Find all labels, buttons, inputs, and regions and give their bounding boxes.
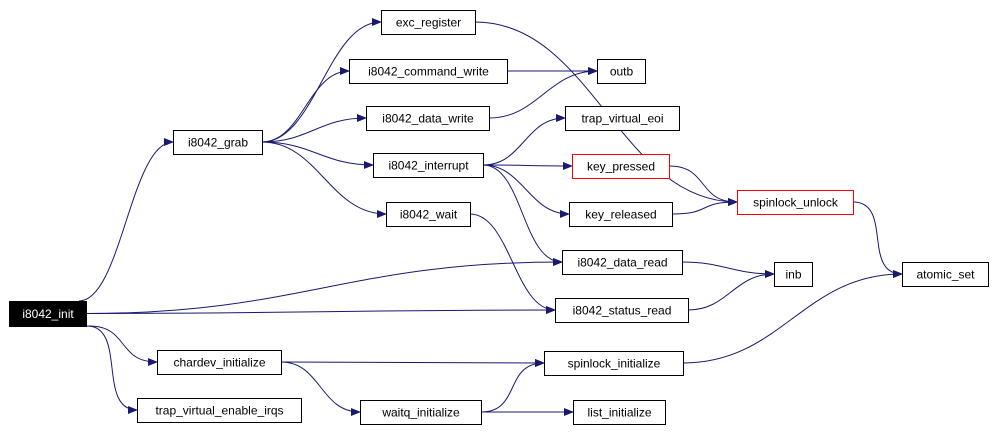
- node-label-trap-virtual-enable-irqs: trap_virtual_enable_irqs: [155, 404, 283, 418]
- node-box-i8042-command-write: [349, 59, 508, 84]
- edge-i8042-grab-to-i8042-interrupt: [261, 141, 374, 169]
- node-trap-virtual-eoi[interactable]: trap_virtual_eoi: [565, 106, 680, 131]
- node-label-i8042-data-read: i8042_data_read: [577, 256, 667, 270]
- node-label-list-initialize: list_initialize: [587, 406, 651, 420]
- edge-i8042-interrupt-to-key-released: [482, 164, 570, 218]
- edge-chardev-initialize-to-waitq-initialize: [280, 361, 361, 416]
- edge-i8042-interrupt-to-trap-virtual-eoi: [482, 114, 566, 166]
- node-box-chardev-initialize: [157, 350, 282, 375]
- node-box-i8042-data-write: [366, 106, 490, 131]
- node-i8042-wait[interactable]: i8042_wait: [386, 202, 471, 227]
- node-label-i8042-grab: i8042_grab: [188, 136, 248, 150]
- node-atomic-set[interactable]: atomic_set: [902, 262, 989, 287]
- node-box-waitq-initialize: [360, 400, 482, 425]
- node-label-inb: inb: [785, 268, 801, 282]
- node-i8042-command-write[interactable]: i8042_command_write: [349, 59, 508, 84]
- node-box-trap-virtual-eoi: [565, 106, 680, 131]
- edge-i8042-interrupt-to-i8042-data-read: [482, 164, 563, 266]
- node-i8042-data-write[interactable]: i8042_data_write: [366, 106, 490, 131]
- node-label-i8042-status-read: i8042_status_read: [573, 304, 672, 318]
- node-spinlock-initialize[interactable]: spinlock_initialize: [544, 351, 684, 376]
- node-i8042-init[interactable]: i8042_init: [9, 301, 87, 327]
- node-box-i8042-grab: [173, 130, 263, 155]
- edge-key-pressed-to-spinlock-unlock: [668, 165, 738, 206]
- node-box-trap-virtual-enable-irqs: [137, 398, 302, 423]
- edge-key-released-to-spinlock-unlock: [671, 198, 738, 215]
- node-i8042-grab[interactable]: i8042_grab: [173, 130, 263, 155]
- node-key-pressed[interactable]: key_pressed: [572, 154, 670, 179]
- edge-spinlock-unlock-to-atomic-set: [852, 201, 903, 278]
- edge-i8042-interrupt-to-key-pressed: [482, 161, 573, 170]
- node-box-list-initialize: [573, 400, 666, 425]
- node-outb[interactable]: outb: [597, 59, 646, 84]
- edge-i8042-init-to-i8042-grab: [78, 138, 174, 302]
- node-label-exc-register: exc_register: [396, 16, 461, 30]
- node-list-initialize[interactable]: list_initialize: [573, 400, 666, 425]
- node-box-i8042-data-read: [562, 250, 683, 275]
- edge-i8042-data-write-to-outb: [488, 67, 598, 119]
- node-label-key-released: key_released: [585, 208, 656, 222]
- node-label-i8042-init: i8042_init: [22, 307, 74, 321]
- node-exc-register[interactable]: exc_register: [381, 10, 476, 35]
- edge-i8042-grab-to-exc-register: [261, 18, 382, 143]
- edge-i8042-init-to-trap-virtual-enable-irqs: [86, 325, 138, 414]
- node-box-spinlock-initialize: [544, 351, 684, 376]
- node-box-outb: [597, 59, 646, 84]
- node-box-key-released: [569, 202, 673, 227]
- edge-i8042-grab-to-i8042-data-write: [261, 114, 367, 143]
- edge-chardev-initialize-to-spinlock-initialize: [280, 358, 545, 367]
- node-waitq-initialize[interactable]: waitq_initialize: [360, 400, 482, 425]
- node-label-i8042-interrupt: i8042_interrupt: [388, 159, 469, 173]
- node-label-trap-virtual-eoi: trap_virtual_eoi: [581, 112, 663, 126]
- edge-i8042-grab-to-i8042-command-write: [261, 67, 350, 143]
- edge-waitq-initialize-to-spinlock-initialize: [480, 359, 545, 413]
- edge-i8042-grab-to-i8042-wait: [261, 141, 387, 218]
- nodes-layer: i8042_init i8042_grab exc_register i8042_co…: [9, 10, 989, 425]
- node-label-waitq-initialize: waitq_initialize: [381, 406, 460, 420]
- node-box-atomic-set: [902, 262, 989, 287]
- node-chardev-initialize[interactable]: chardev_initialize: [157, 350, 282, 375]
- edge-i8042-init-to-chardev-initialize: [88, 325, 158, 366]
- edge-i8042-init-to-i8042-status-read: [85, 306, 556, 315]
- edges-layer: [78, 18, 903, 416]
- edge-i8042-data-read-to-inb: [681, 261, 775, 278]
- node-box-exc-register: [381, 10, 476, 35]
- node-trap-virtual-enable-irqs[interactable]: trap_virtual_enable_irqs: [137, 398, 302, 423]
- node-label-i8042-command-write: i8042_command_write: [368, 65, 489, 79]
- node-label-spinlock-initialize: spinlock_initialize: [568, 357, 661, 371]
- edge-i8042-wait-to-i8042-status-read: [469, 213, 556, 314]
- node-box-i8042-status-read: [555, 298, 689, 323]
- node-label-outb: outb: [610, 65, 634, 79]
- node-label-spinlock-unlock: spinlock_unlock: [753, 196, 839, 210]
- node-box-i8042-interrupt: [373, 153, 484, 178]
- node-box-i8042-wait: [386, 202, 471, 227]
- node-label-i8042-data-write: i8042_data_write: [382, 112, 474, 126]
- node-inb[interactable]: inb: [774, 262, 813, 287]
- node-box-i8042-init: [9, 301, 87, 327]
- node-label-chardev-initialize: chardev_initialize: [173, 356, 265, 370]
- node-spinlock-unlock[interactable]: spinlock_unlock: [737, 190, 854, 215]
- node-i8042-status-read[interactable]: i8042_status_read: [555, 298, 689, 323]
- edge-spinlock-initialize-to-atomic-set: [682, 270, 903, 364]
- node-i8042-data-read[interactable]: i8042_data_read: [562, 250, 683, 275]
- node-label-atomic-set: atomic_set: [916, 268, 975, 282]
- node-box-key-pressed: [572, 154, 670, 179]
- node-label-i8042-wait: i8042_wait: [400, 208, 458, 222]
- node-label-key-pressed: key_pressed: [587, 160, 655, 174]
- node-key-released[interactable]: key_released: [569, 202, 673, 227]
- node-box-spinlock-unlock: [737, 190, 854, 215]
- edge-i8042-status-read-to-inb: [687, 270, 775, 311]
- node-box-inb: [774, 262, 813, 287]
- edge-i8042-init-to-i8042-data-read: [85, 258, 563, 314]
- node-i8042-interrupt[interactable]: i8042_interrupt: [373, 153, 484, 178]
